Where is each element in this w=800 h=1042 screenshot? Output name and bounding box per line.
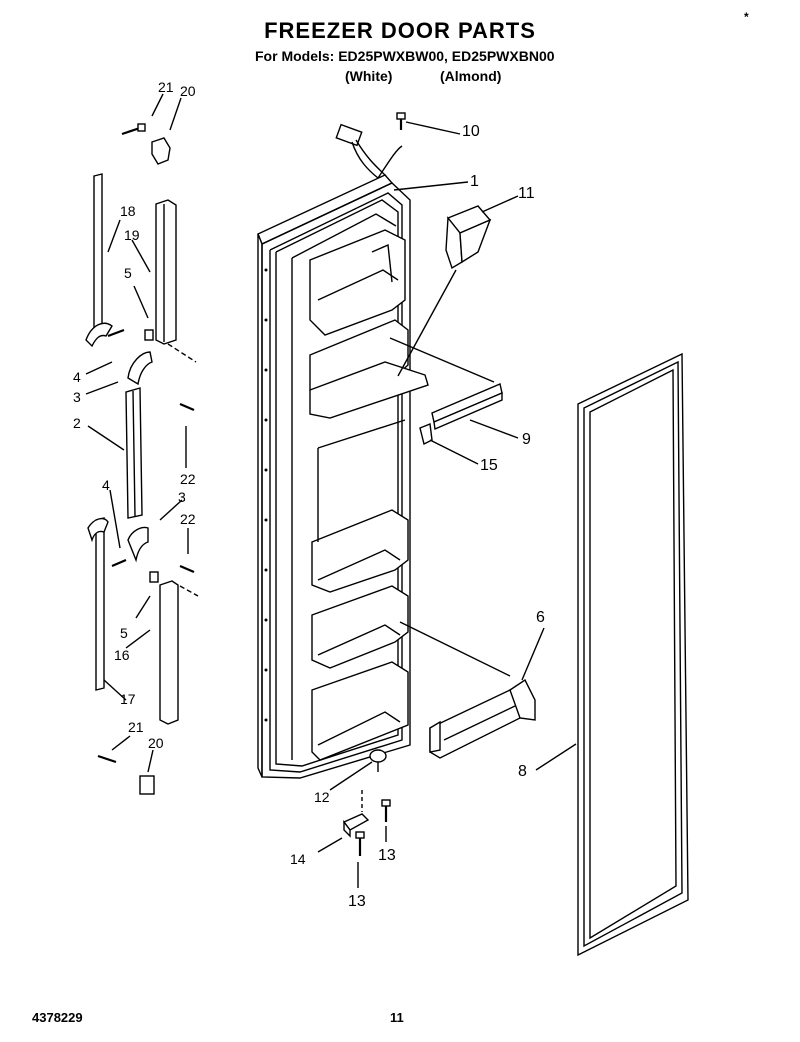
callout-16: 16 bbox=[114, 647, 130, 663]
callout-14: 14 bbox=[290, 851, 306, 867]
callout-6: 6 bbox=[536, 609, 545, 626]
callout-10: 10 bbox=[462, 123, 480, 140]
variant-almond: (Almond) bbox=[440, 68, 502, 84]
lower-hinge-parts bbox=[342, 749, 391, 856]
callout-22: 22 bbox=[180, 471, 196, 487]
document-number: 4378229 bbox=[32, 1010, 83, 1025]
callout-12: 12 bbox=[314, 789, 330, 805]
page-number: 11 bbox=[390, 1010, 404, 1025]
callout-20: 20 bbox=[180, 83, 196, 99]
callout-3: 3 bbox=[73, 389, 81, 405]
callout-17: 17 bbox=[120, 691, 136, 707]
wire-harness bbox=[335, 123, 403, 179]
corner-mark: * bbox=[744, 10, 749, 24]
callout-3-lower: 3 bbox=[178, 489, 186, 505]
callout-8: 8 bbox=[518, 763, 527, 780]
callout-15: 15 bbox=[480, 457, 498, 474]
door-liner bbox=[257, 174, 429, 779]
dispenser-chute bbox=[445, 205, 492, 270]
callout-9: 9 bbox=[522, 431, 531, 448]
callout-13: 13 bbox=[378, 847, 396, 864]
callout-18: 18 bbox=[120, 203, 136, 219]
callout-13-lower: 13 bbox=[348, 893, 366, 910]
callout-1: 1 bbox=[470, 173, 479, 190]
left-hinge-parts bbox=[85, 123, 199, 795]
callout-21-lower: 21 bbox=[128, 719, 144, 735]
callout-5: 5 bbox=[124, 265, 132, 281]
callout-20-lower: 20 bbox=[148, 735, 164, 751]
callout-5-lower: 5 bbox=[120, 625, 128, 641]
callout-22-lower: 22 bbox=[180, 511, 196, 527]
leader-lines bbox=[85, 93, 577, 888]
callout-4-lower: 4 bbox=[102, 477, 110, 493]
callout-19: 19 bbox=[124, 227, 140, 243]
bottom-bracket bbox=[429, 678, 536, 759]
screw-10 bbox=[396, 112, 406, 130]
models-line: For Models: ED25PWXBW00, ED25PWXBN00 bbox=[255, 48, 555, 64]
trim-strip-9 bbox=[431, 383, 503, 431]
callout-2: 2 bbox=[73, 415, 81, 431]
page-title: FREEZER DOOR PARTS bbox=[264, 18, 536, 43]
flange-holes bbox=[264, 268, 268, 722]
callout-4: 4 bbox=[73, 369, 81, 385]
clip-15 bbox=[419, 423, 433, 446]
variant-white: (White) bbox=[345, 68, 393, 84]
door-gasket bbox=[577, 352, 689, 957]
callout-11: 11 bbox=[518, 185, 535, 202]
callout-21: 21 bbox=[158, 79, 174, 95]
